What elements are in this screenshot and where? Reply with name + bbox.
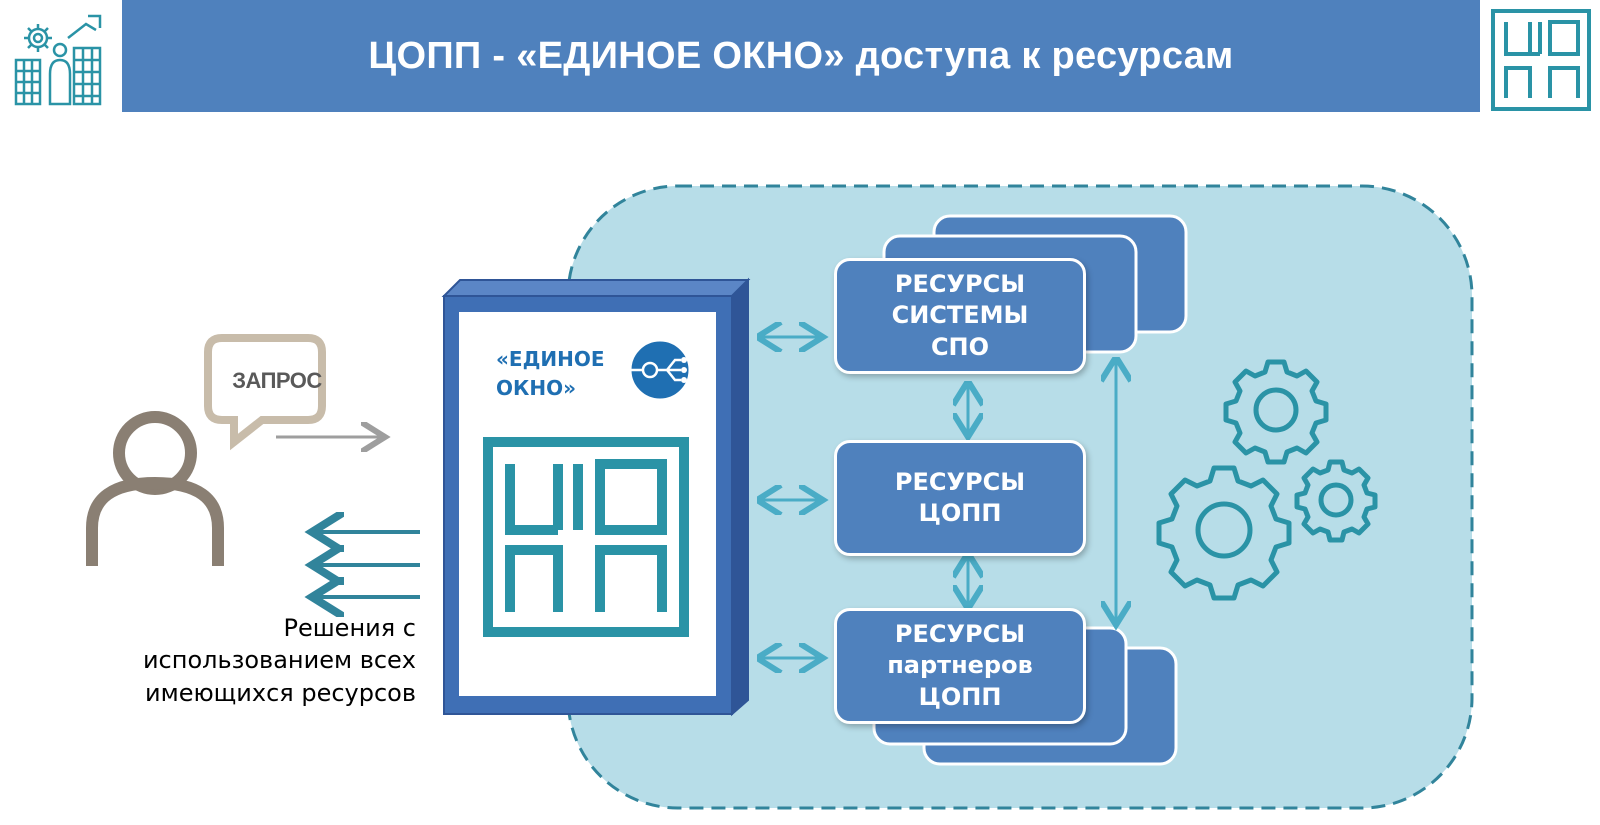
user-silhouette-icon (86, 411, 224, 566)
solutions-line1: Решения с (283, 614, 416, 642)
network-hub-icon (624, 334, 696, 406)
resource-partners-line2: партнеров (887, 651, 1033, 680)
copp-logo-large (483, 437, 689, 637)
resource-box-copp: РЕСУРСЫ ЦОПП (834, 440, 1086, 556)
resource-box-partners: РЕСУРСЫ партнеров ЦОПП (834, 608, 1086, 724)
header-bar: ЦОПП - «ЕДИНОЕ ОКНО» доступа к ресурсам (122, 0, 1480, 112)
single-window-label: «ЕДИНОЕ ОКНО» (496, 345, 616, 403)
office-building-gear-icon (8, 8, 110, 110)
gears-icon (1156, 359, 1378, 601)
resource-copp-line1: РЕСУРСЫ (894, 467, 1026, 496)
resource-partners-line3: ЦОПП (918, 682, 1002, 711)
speech-bubble-icon (204, 334, 326, 451)
request-label: ЗАПРОС (232, 368, 322, 393)
resource-spo-line2: СИСТЕМЫ (891, 301, 1029, 330)
solutions-line2: использованием всех (142, 646, 416, 675)
resource-spo-line1: РЕСУРСЫ (894, 270, 1026, 299)
solutions-caption: Решения с использованием всех имеющихся … (80, 612, 416, 709)
solutions-line3: имеющихся ресурсов (145, 678, 416, 707)
response-arrows (316, 532, 420, 597)
resource-spo-line3: СПО (930, 332, 990, 361)
single-window-label-line1: «ЕДИНОЕ (496, 347, 605, 371)
single-window-label-line2: ОКНО» (496, 376, 577, 400)
resource-copp-line2: ЦОПП (918, 499, 1002, 527)
page-title: ЦОПП - «ЕДИНОЕ ОКНО» доступа к ресурсам (368, 34, 1234, 77)
resource-partners-line1: РЕСУРСЫ (894, 620, 1026, 649)
resource-box-spo: РЕСУРСЫ СИСТЕМЫ СПО (834, 258, 1086, 374)
copp-logo (1490, 8, 1592, 112)
